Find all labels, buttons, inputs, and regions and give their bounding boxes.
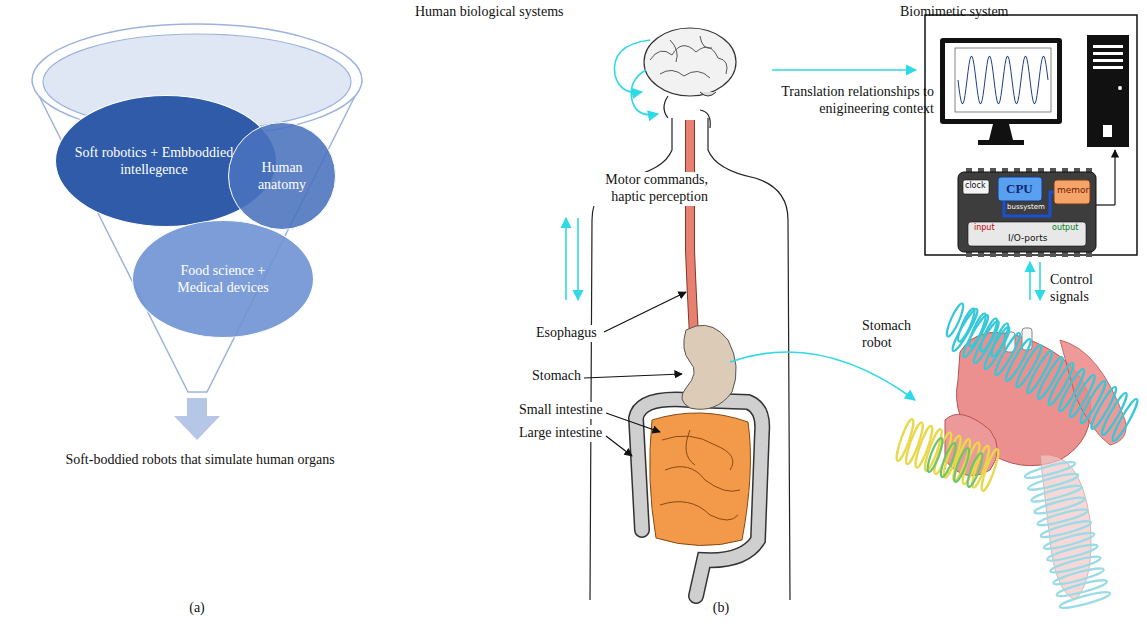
esophagus (690, 120, 694, 335)
chip-label: memor (1057, 186, 1089, 195)
chip-label: input (974, 224, 995, 232)
figure-label: Motor commands, haptic perception (588, 172, 710, 206)
figure-label: Esophagus (534, 325, 599, 342)
stomach (682, 325, 736, 409)
topic-ellipse: Food science + Medical devices (132, 220, 314, 338)
funnel (32, 24, 362, 440)
topic-text: Human anatomy (247, 159, 317, 194)
chip-label: I/O-ports (1008, 234, 1047, 243)
chip-label: clock (965, 182, 986, 190)
figure-label: Biomimetic system (900, 4, 1009, 21)
topic-text: Soft robotics + Embboddied intellegence (72, 144, 237, 179)
figure-label: (a) (182, 600, 212, 617)
figure-label: (b) (706, 600, 736, 617)
figure-label: Large intestine (517, 425, 604, 442)
large-intestine (636, 399, 762, 596)
figure-label: Soft-boddied robots that simulate human … (40, 452, 360, 469)
chip-label: bussystem (1007, 204, 1045, 211)
chip (958, 150, 1115, 257)
brain (644, 28, 736, 96)
figure-label: Small intestine (517, 402, 605, 419)
chip-label: output (1052, 224, 1078, 232)
stomach-robot (894, 302, 1140, 611)
small-intestine (650, 413, 751, 546)
figure-label: Control signals (1050, 272, 1112, 306)
topic-ellipse: Human anatomy (228, 122, 336, 230)
topic-text: Food science + Medical devices (158, 262, 288, 297)
figure-label: Translation relationships to enigineerin… (766, 84, 934, 118)
chip-label: CPU (1006, 181, 1033, 197)
figure-label: Stomach robot (862, 318, 924, 352)
computer (925, 15, 1137, 255)
figure-label: Stomach (530, 368, 583, 385)
figure-label: Human biological systems (415, 4, 564, 21)
